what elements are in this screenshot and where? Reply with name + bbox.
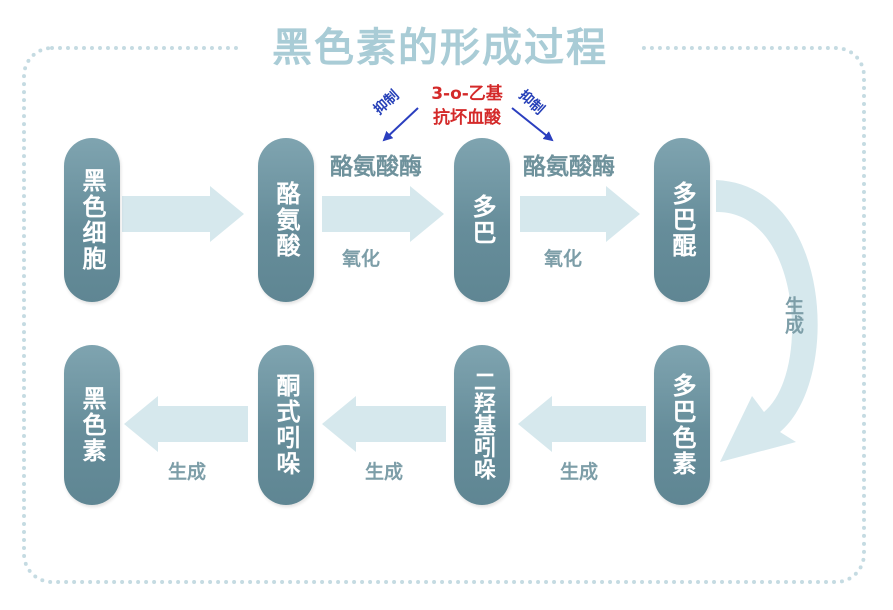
title-background xyxy=(240,20,640,76)
node-melanin-label: 黑色素 xyxy=(78,386,106,464)
curve-label-generate: 生成 xyxy=(780,296,807,339)
inhibitor-line-2: 抗坏血酸 xyxy=(433,108,501,128)
curved-arrow-right xyxy=(716,180,818,462)
arrow-cell-to-tyrosine xyxy=(122,186,244,242)
node-melanocyte-label: 黑色细胞 xyxy=(78,168,106,272)
action-label-oxidize-1: 氧化 xyxy=(342,248,381,270)
action-label-oxidize-2: 氧化 xyxy=(544,248,583,270)
action-label-generate-2: 生成 xyxy=(365,461,404,483)
node-dihydroxyindole-label: 二羟基吲哚 xyxy=(470,370,495,480)
node-dopaquinone-label: 多巴醌 xyxy=(668,181,696,259)
action-label-generate-1: 生成 xyxy=(560,461,599,483)
arrow-indolequinone-to-melanin xyxy=(124,396,248,452)
curve-label-text: 生成 xyxy=(782,296,804,334)
node-dihydroxyindole: 二羟基吲哚 xyxy=(454,345,510,505)
node-dopachrome-label: 多巴色素 xyxy=(668,373,696,477)
arrow-tyrosine-to-dopa xyxy=(322,186,444,242)
arrow-dhi-to-indolequinone xyxy=(322,396,446,452)
action-label-generate-3: 生成 xyxy=(168,461,207,483)
node-dopa: 多巴 xyxy=(454,138,510,302)
node-dopachrome: 多巴色素 xyxy=(654,345,710,505)
node-tyrosine: 酪氨酸 xyxy=(258,138,314,302)
node-tyrosine-label: 酪氨酸 xyxy=(272,181,300,259)
node-indolequinone-label: 酮式吲哚 xyxy=(272,373,300,477)
node-dopaquinone: 多巴醌 xyxy=(654,138,710,302)
arrow-dopachrome-to-dhi xyxy=(518,396,646,452)
node-melanin: 黑色素 xyxy=(64,345,120,505)
enzyme-label-2: 酪氨酸酶 xyxy=(523,154,615,180)
inhibitor-line-1: 3-o-乙基 xyxy=(431,84,503,104)
enzyme-label-1: 酪氨酸酶 xyxy=(330,154,422,180)
node-dopa-label: 多巴 xyxy=(468,194,496,246)
inhibition-arrow-right xyxy=(511,107,554,142)
node-indolequinone: 酮式吲哚 xyxy=(258,345,314,505)
arrow-dopa-to-dopaquinone xyxy=(520,186,640,242)
node-melanocyte: 黑色细胞 xyxy=(64,138,120,302)
diagram-title: 黑色素的形成过程 xyxy=(272,25,608,71)
inhibitor-name: 3-o-乙基 抗坏血酸 xyxy=(412,82,522,130)
inhibition-arrow-left xyxy=(382,107,419,142)
